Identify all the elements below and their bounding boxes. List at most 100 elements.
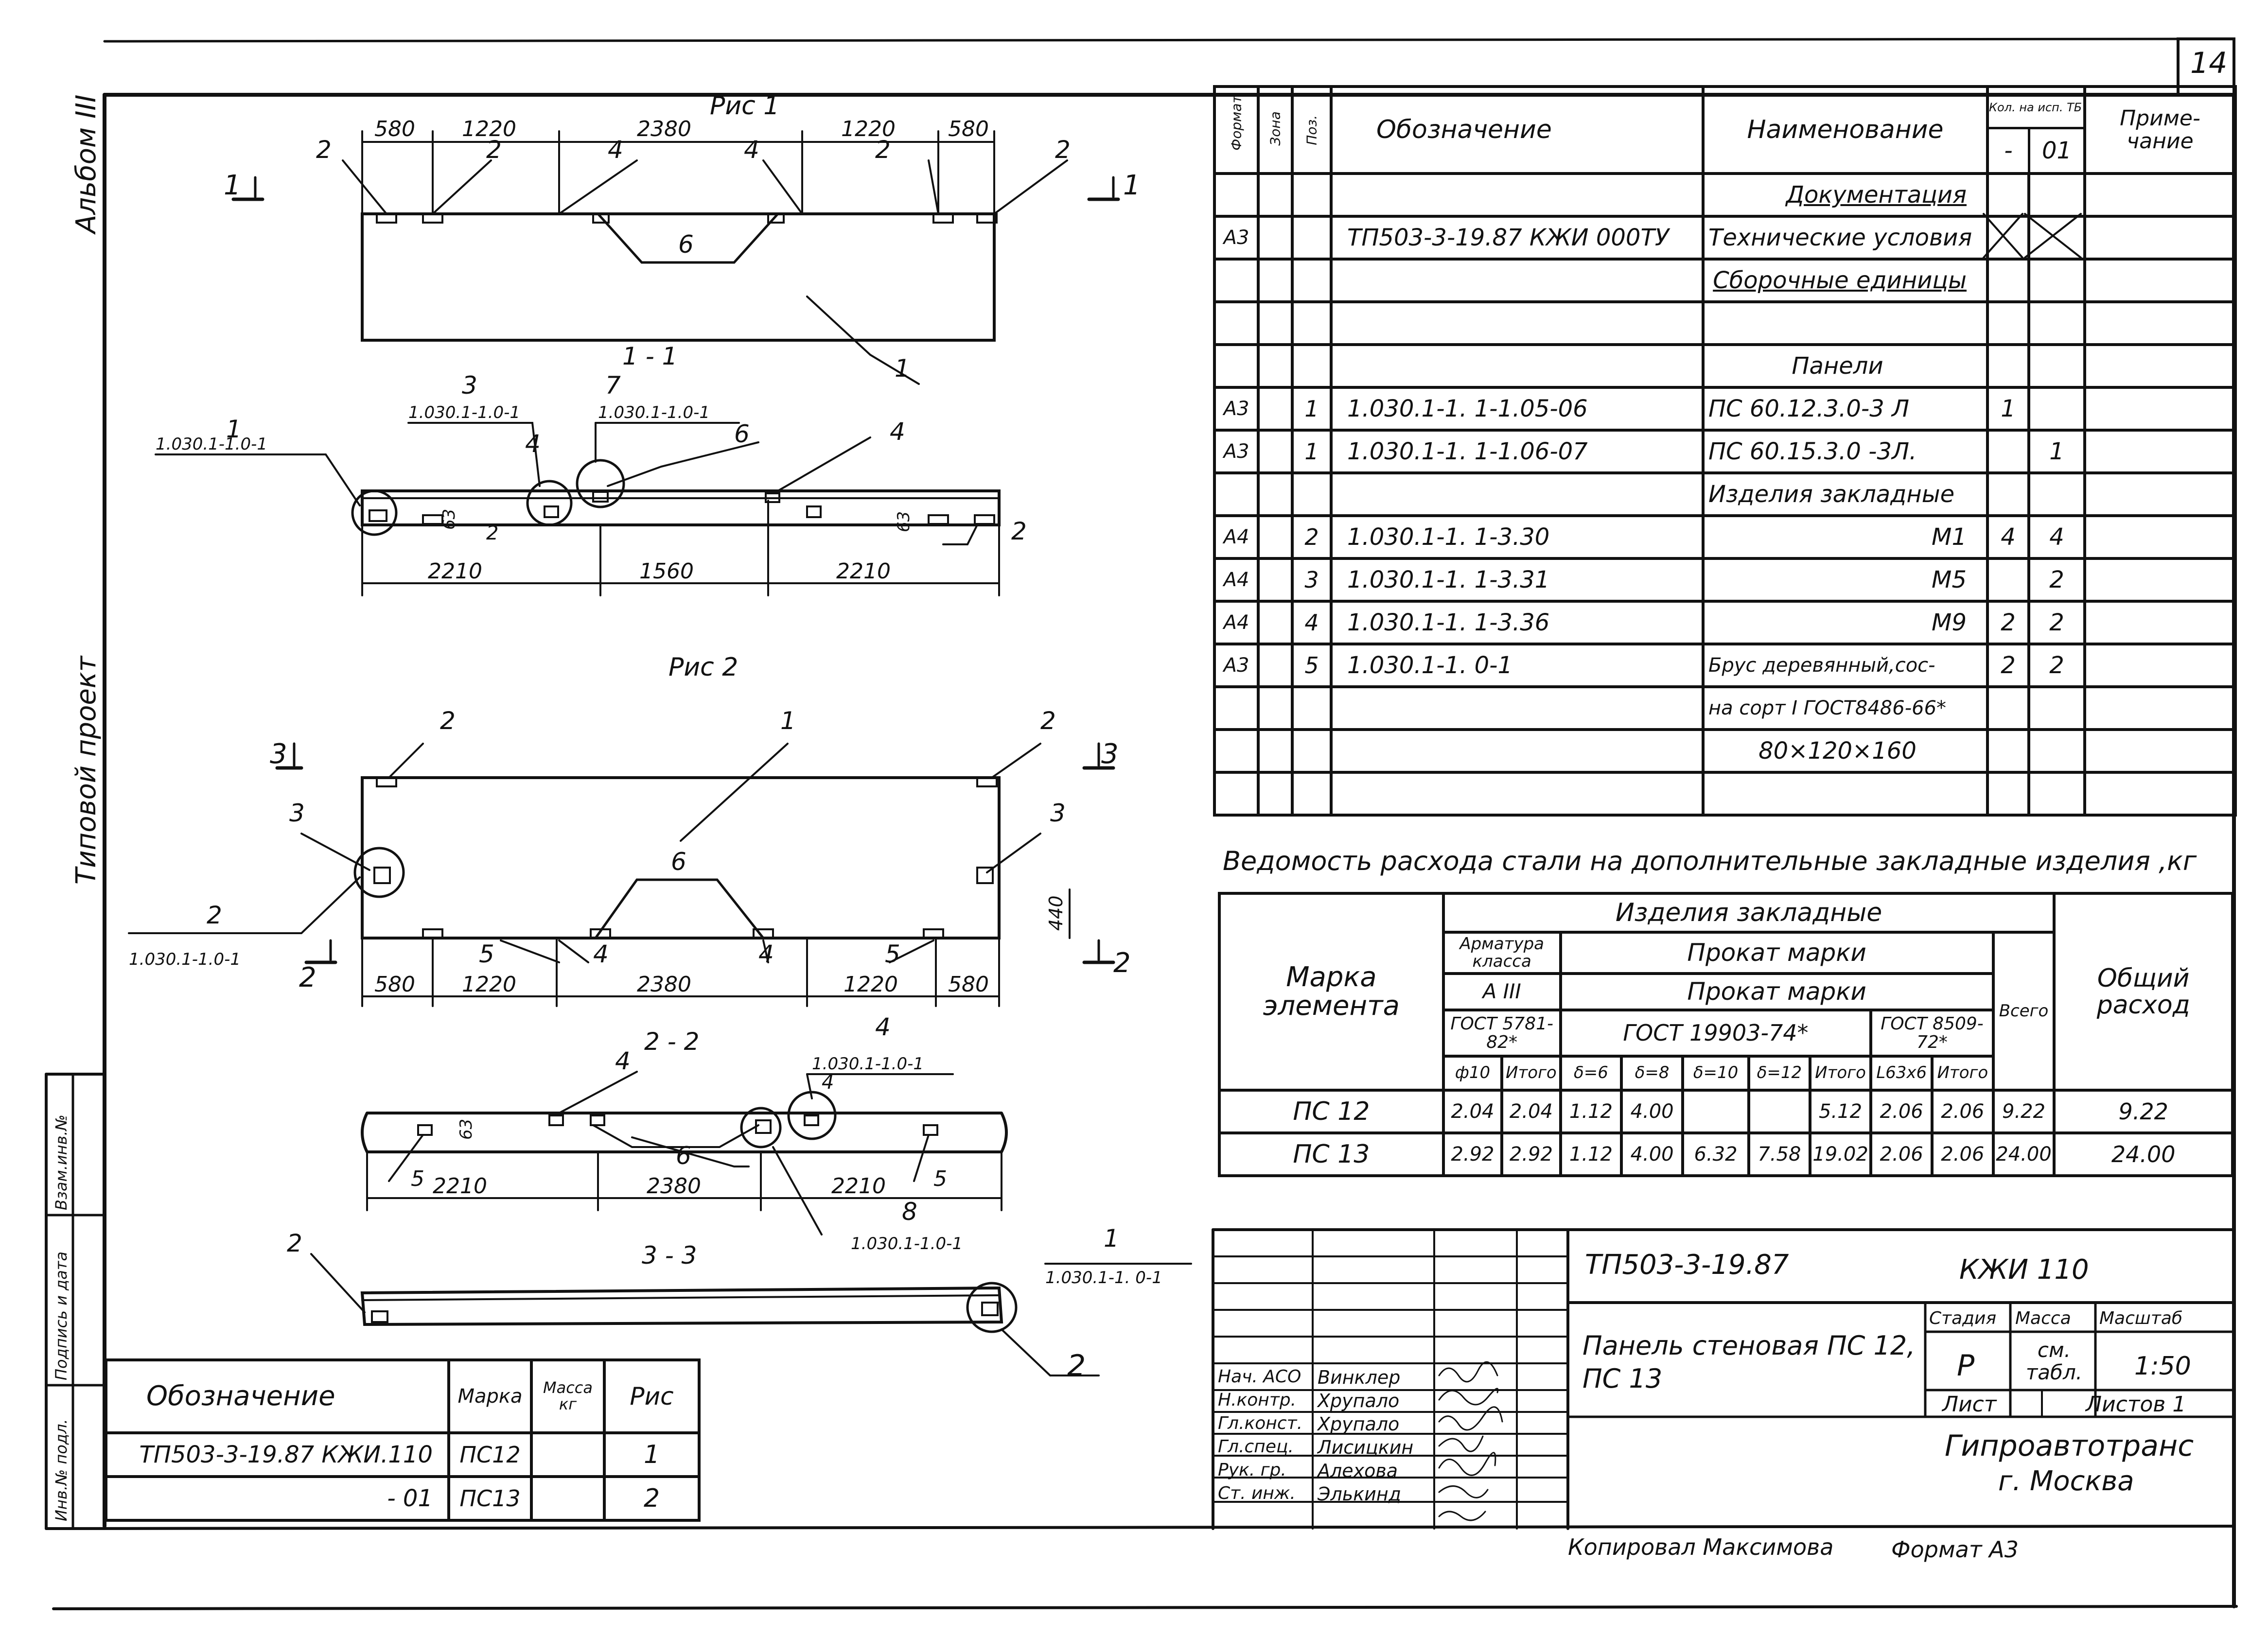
spec-note-cell: [2083, 514, 2237, 560]
pos-4-g: 4: [615, 1047, 631, 1075]
spec-zone-cell: [1257, 771, 1294, 817]
steel-value-cell: 9.22: [2053, 1089, 2234, 1134]
ref-g: 1.030.1-1. 0-1: [1045, 1268, 1162, 1288]
pos-4-c: 4: [525, 430, 541, 458]
spec-format-cell: [1213, 172, 1260, 218]
spec-designation-cell: [1330, 300, 1705, 346]
spec-note-cell: [2083, 771, 2237, 817]
tb-role: Нач. АСО: [1218, 1367, 1301, 1387]
spec-table: Формат Зона Поз. Обозначение Наименовани…: [1213, 85, 2237, 817]
spec-qty-a-cell: [1986, 728, 2030, 774]
spec-name-cell: М9: [1702, 600, 1989, 645]
tb-role: Рук. гр.: [1218, 1460, 1286, 1480]
spec-qty-b-cell: [2027, 215, 2086, 261]
side-project-label: Типовой проект: [70, 656, 102, 885]
spec-format-cell: [1213, 258, 1260, 303]
docs-mark-cell: ПС12: [447, 1431, 533, 1478]
spec-zone-cell: [1257, 728, 1294, 774]
spec-format-cell: А3: [1213, 643, 1260, 688]
docs-mass-cell: [530, 1475, 606, 1522]
pos-6-a: 6: [678, 230, 694, 259]
table-row: 80×120×160: [1213, 728, 2237, 774]
spec-pos-cell: [1291, 343, 1333, 389]
tb-person-name: Лисицкин: [1318, 1437, 1414, 1458]
pos-1-b: 1: [226, 415, 242, 443]
ref-b: 1.030.1-1.0-1: [408, 403, 520, 422]
dim-1560: 1560: [639, 559, 694, 584]
dim-63-c: 63: [457, 1119, 476, 1140]
spec-zone-cell: [1257, 557, 1294, 603]
spec-name-cell: ПС 60.15.3.0 -3Л.: [1702, 429, 1989, 474]
steel-table: Марка элемента Изделия закладные Общий р…: [1218, 892, 2234, 1177]
spec-zone-cell: [1257, 343, 1294, 389]
pos-4-b: 4: [744, 136, 759, 164]
spec-note-cell: [2083, 172, 2237, 218]
steel-title: Ведомость расхода стали на дополнительны…: [1223, 846, 2197, 876]
spec-name-cell: Брус деревянный,сос-: [1702, 643, 1989, 688]
section-2-2-title: 2 - 2: [644, 1027, 699, 1056]
dim-1220-b: 1220: [841, 117, 896, 141]
spec-name-cell: Панели: [1702, 343, 1989, 389]
spec-note-cell: [2083, 258, 2237, 303]
spec-name-cell: Документация: [1702, 172, 1989, 218]
steel-value-cell: 2.04: [1442, 1089, 1504, 1134]
steel-value-cell: 2.92: [1500, 1131, 1562, 1177]
fig1-title: Рис 1: [710, 91, 779, 121]
spec-zone-cell: [1257, 386, 1294, 432]
table-row: [1213, 771, 2237, 817]
tb-format: Формат А3: [1891, 1536, 2019, 1563]
tb-name: Панель стеновая ПС 12, ПС 13: [1582, 1330, 1916, 1394]
tb-code: ТП503-3-19.87: [1585, 1249, 1789, 1281]
docs-fig-cell: 2: [603, 1475, 701, 1522]
spec-pos-cell: [1291, 300, 1333, 346]
side-album-label: Альбом III: [70, 94, 102, 234]
spec-note-cell: [2083, 343, 2237, 389]
pos-4-e: 4: [593, 940, 609, 968]
spec-qty-b-cell: [2027, 728, 2086, 774]
spec-qty-b-cell: [2027, 258, 2086, 303]
steel-h-gost1: ГОСТ 5781-82*: [1442, 1009, 1562, 1058]
pos-4-a: 4: [608, 136, 623, 164]
dim-2380-b: 2380: [637, 972, 691, 997]
dim-580-d: 580: [948, 972, 989, 997]
tb-sheet-h: Лист: [1942, 1392, 1997, 1417]
spec-qty-a-cell: [1986, 300, 2030, 346]
spec-name-text: Документация: [1786, 181, 1967, 209]
table-row: Изделия закладные: [1213, 471, 2237, 517]
steel-value-cell: [1747, 1089, 1811, 1134]
docs-designation-cell: ТП503-3-19.87 КЖИ.110: [105, 1431, 450, 1478]
cut-1-left: 1: [224, 170, 241, 201]
cut-1-right: 1: [1123, 170, 1141, 201]
tb-org-2: г. Москва: [1998, 1465, 2134, 1497]
pos-2-i: 2: [207, 901, 222, 929]
spec-qty-a-cell: [1986, 429, 2030, 474]
pos-3-c: 3: [1050, 799, 1066, 827]
spec-qty-a-cell: [1986, 215, 2030, 261]
steel-col-header: ф10: [1442, 1055, 1504, 1092]
steel-mark-cell: ПС 13: [1218, 1131, 1445, 1177]
spec-format-cell: [1213, 300, 1260, 346]
spec-qty-b-cell: [2027, 771, 2086, 817]
pos-5-a: 5: [479, 940, 494, 968]
dim-580-b: 580: [948, 117, 989, 141]
ref-d: 1.030.1-1.0-1: [129, 950, 241, 969]
pos-6-c: 6: [671, 848, 686, 876]
steel-value-cell: 9.22: [1991, 1089, 2056, 1134]
spec-name-text: Сборочные единицы: [1713, 266, 1967, 294]
tb-role: Ст. инж.: [1218, 1483, 1296, 1503]
spec-zone-cell: [1257, 471, 1294, 517]
dim-2380-c: 2380: [647, 1174, 701, 1199]
spec-h-designation: Обозначение: [1330, 85, 1705, 175]
spec-h-qty-a: -: [1990, 129, 2030, 171]
tb-scale-h: Масштаб: [2099, 1308, 2183, 1328]
section-3-3-title: 3 - 3: [642, 1241, 697, 1270]
spec-qty-a-cell: [1986, 471, 2030, 517]
ref-e: 1.030.1-1.0-1: [812, 1054, 924, 1074]
pos-6-b: 6: [734, 420, 750, 448]
spec-format-cell: А3: [1213, 429, 1260, 474]
docs-mass-cell: [530, 1431, 606, 1478]
